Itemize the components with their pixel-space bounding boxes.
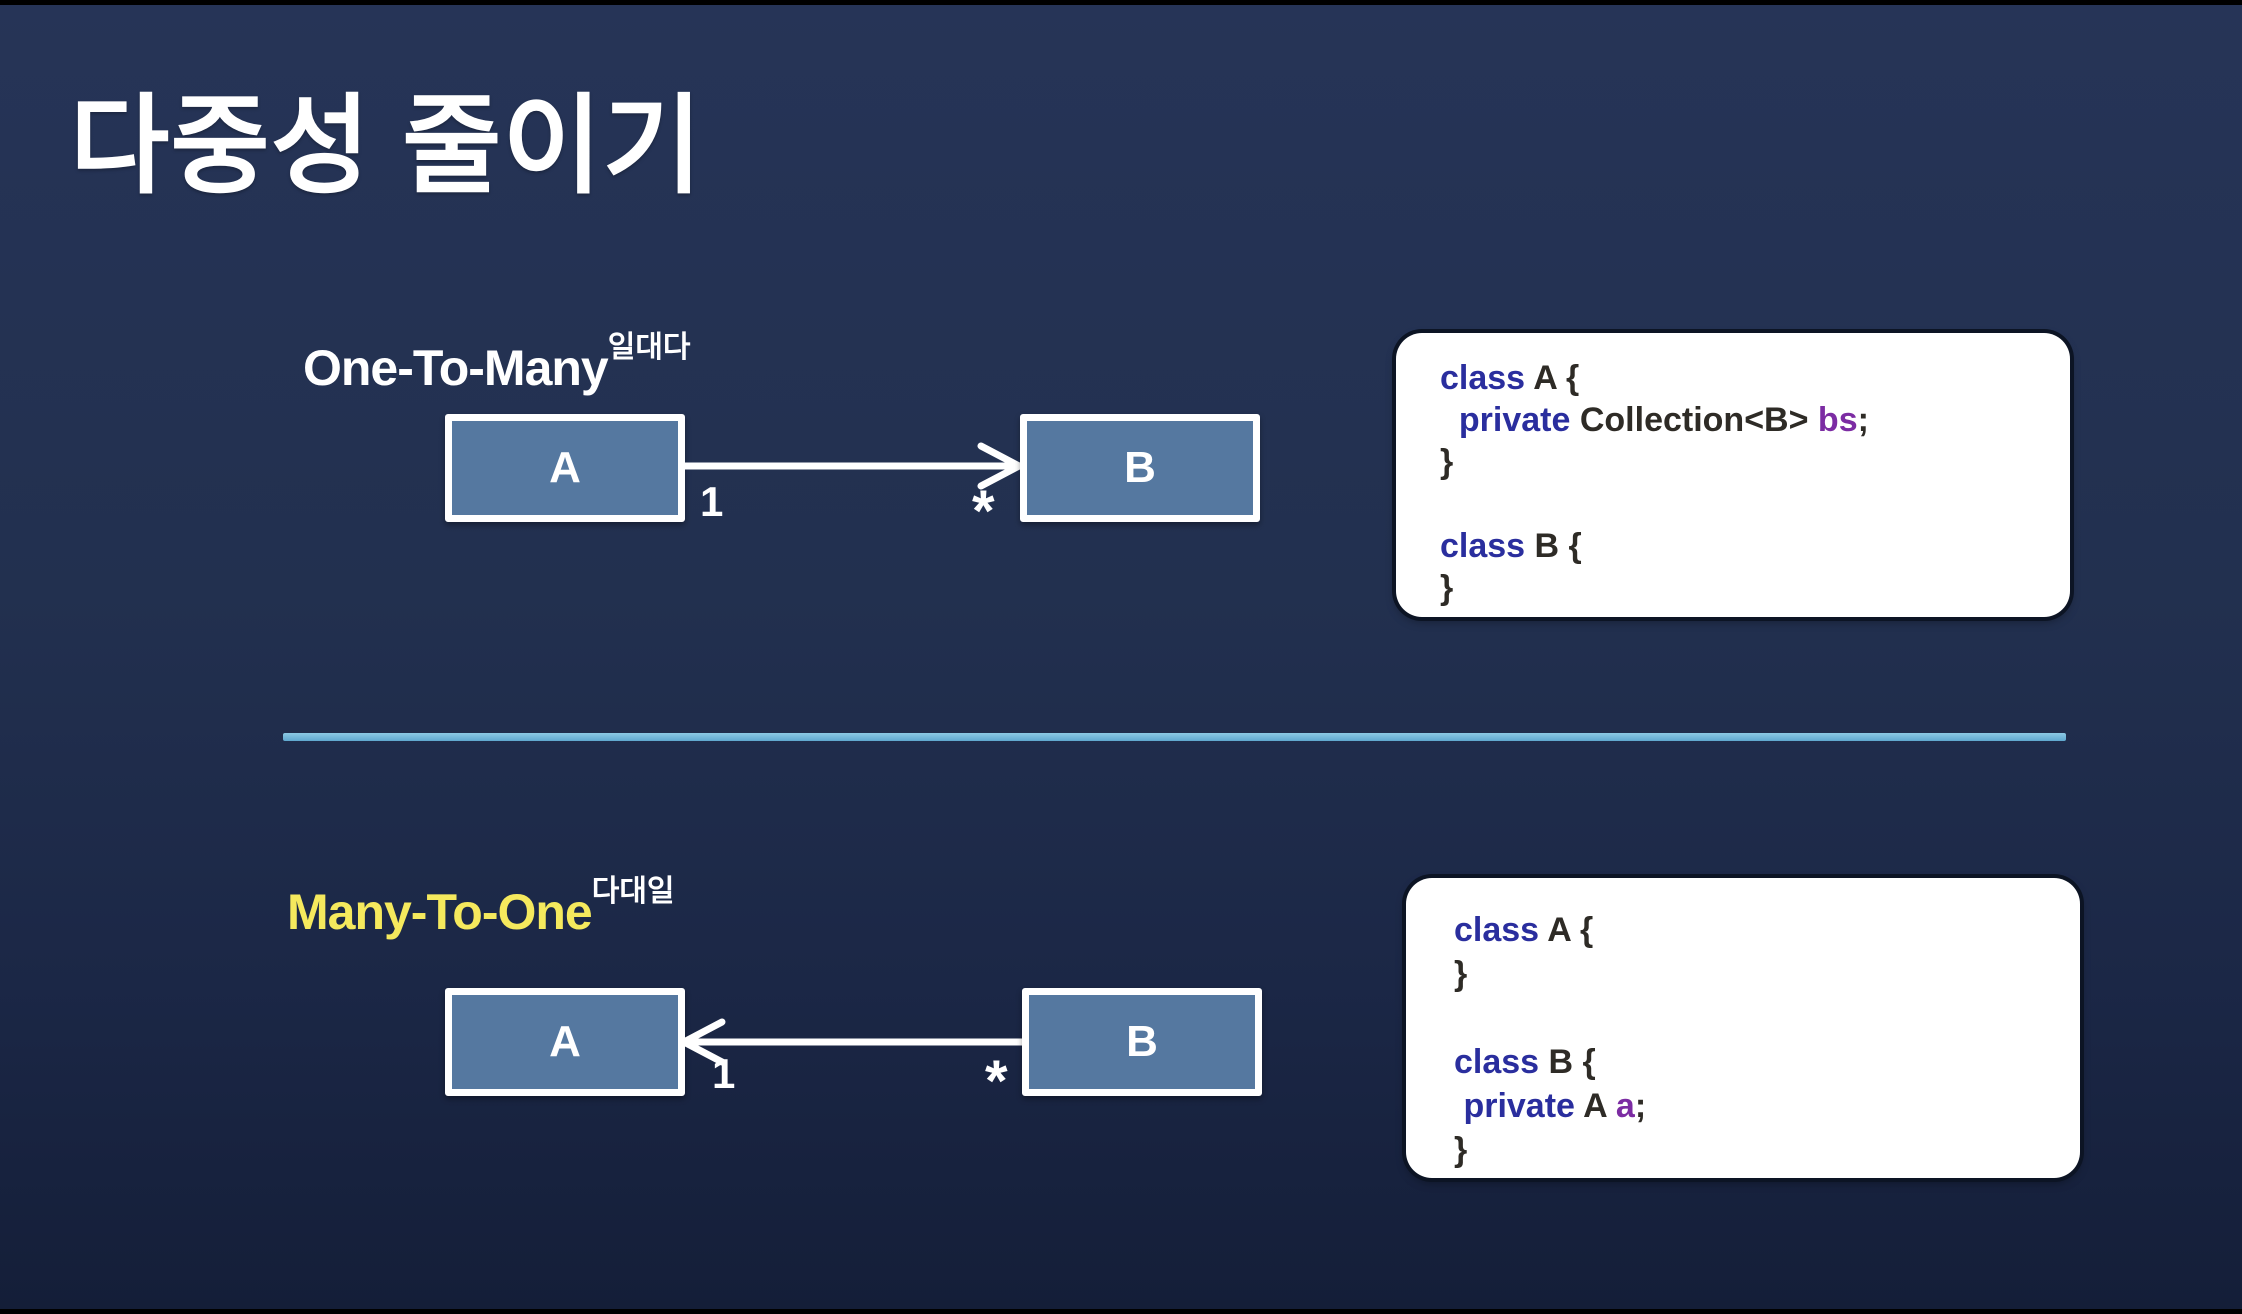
code-line: }	[1440, 443, 1454, 481]
heading-text: One-To-Many	[303, 340, 609, 396]
code-line: private A a;	[1463, 1087, 1647, 1125]
code-line: class B {	[1454, 1043, 1596, 1081]
code-line: class B {	[1440, 527, 1582, 565]
uml-class-box-b: B	[1022, 988, 1262, 1096]
heading-superscript: 다대일	[591, 875, 675, 908]
code-line	[1440, 483, 2050, 525]
uml-class-box-b: B	[1020, 414, 1260, 522]
heading-text: Many-To-One	[287, 884, 593, 940]
letterbox-bottom	[0, 1309, 2242, 1314]
section-heading-many-to-one: Many-To-One다대일	[287, 866, 675, 941]
uml-class-box-a: A	[445, 414, 685, 522]
slide-title: 다중성 줄이기	[70, 85, 704, 206]
uml-class-box-a: A	[445, 988, 685, 1096]
code-line: }	[1454, 1131, 1468, 1169]
code-line: class A {	[1454, 911, 1594, 949]
multiplicity-label-one: 1	[712, 1050, 736, 1097]
code-line: private Collection<B> bs;	[1458, 401, 1869, 439]
code-snippet-card-one-to-many: class A { private Collection<B> bs;} cla…	[1396, 333, 2070, 617]
letterbox-top	[0, 0, 2242, 5]
multiplicity-label-many: *	[985, 1049, 1008, 1114]
association-arrow-right-icon	[679, 442, 1023, 490]
code-snippet-card-many-to-one: class A {} class B { private A a;}	[1406, 878, 2080, 1178]
code-line	[1454, 996, 2060, 1040]
code-line: }	[1454, 955, 1468, 993]
section-heading-one-to-many: One-To-Many일대다	[303, 322, 691, 397]
multiplicity-label-one: 1	[700, 478, 724, 525]
uml-box-label: B	[1124, 443, 1156, 492]
code-block: class A {} class B { private A a;}	[1454, 908, 2060, 1172]
section-divider	[283, 733, 2066, 741]
code-block: class A { private Collection<B> bs;} cla…	[1440, 357, 2050, 609]
uml-box-label: B	[1126, 1017, 1158, 1066]
heading-superscript: 일대다	[607, 331, 691, 364]
uml-box-label: A	[549, 1017, 581, 1066]
multiplicity-label-many: *	[972, 479, 995, 544]
code-line: }	[1440, 569, 1454, 607]
association-arrow-left-icon	[680, 1018, 1026, 1066]
uml-box-label: A	[549, 443, 581, 492]
code-line: class A {	[1440, 359, 1580, 397]
